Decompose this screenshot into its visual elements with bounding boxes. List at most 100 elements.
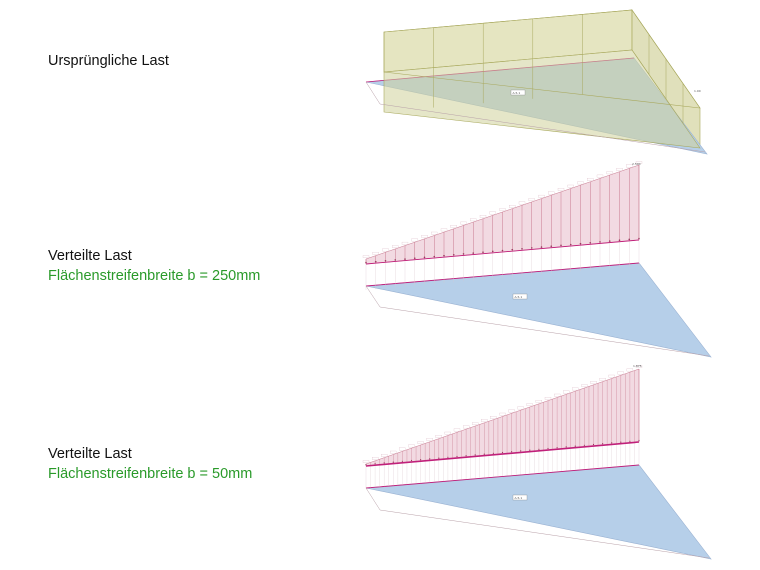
dimension-line [365,487,710,559]
load-node [501,249,504,252]
load-node [383,462,385,464]
load-value-tag [453,428,461,432]
caption-title: Ursprüngliche Last [48,53,169,69]
load-node [589,241,592,244]
load-value-tag [489,211,496,215]
load-value-tag [581,384,588,388]
load-value-tag [553,393,561,397]
dimension-line [365,285,710,357]
load-node [462,253,465,255]
load-value-tag [472,422,479,426]
load-node [452,253,455,256]
load-node [520,450,522,452]
max-value-label: 1.875 [633,364,642,368]
load-value-tag [538,194,545,198]
load-value-tag [587,178,594,181]
load-node [620,441,622,443]
load-value-tag [481,419,488,422]
caption-subtitle: Flächenstreifenbreite b = 50mm [48,466,253,482]
scene-distributed-250: A.5.1 2.500 [362,161,712,358]
load-node [374,260,377,263]
load-value-tag [535,400,543,403]
load-node [429,458,431,460]
load-node [404,258,406,260]
load-node [529,449,531,451]
load-value-tag [608,374,615,378]
load-value-tag [372,457,379,460]
plate-label: A.5.1 [513,91,521,95]
caption-title: Verteilte Last [48,248,132,264]
load-value-tag [382,248,389,252]
load-node [447,456,449,458]
load-node [592,443,595,446]
load-node [483,453,485,455]
load-value-tag [490,416,497,419]
load-value-tag [548,191,555,195]
load-node [569,243,572,246]
load-value-tag [626,164,633,168]
distributed-load-strips [362,365,643,488]
load-value-tag [557,188,565,191]
caption-distributed-250: Verteilte Last Flächenstreifenbreite b =… [48,246,260,286]
plate [365,464,712,560]
load-value-tag [517,406,524,410]
load-value-tag [616,168,623,171]
caption-original-load: Ursprüngliche Last [48,51,169,71]
load-value-tag [470,218,477,222]
load-node [394,259,397,261]
load-value-tag [399,447,406,451]
load-value-tag [528,198,535,201]
distributed-load-strips [362,161,643,290]
dimension-line [365,81,706,153]
load-value-tag [440,228,448,232]
load-node [501,451,504,454]
load-node [611,442,613,444]
load-baseline [365,441,640,467]
scene-distributed-50: A.5.1 1.875 [362,364,712,560]
load-node [438,457,440,459]
load-node [491,250,494,253]
load-node [472,252,475,254]
load-value-tag [509,205,516,208]
load-value-tag [390,450,397,454]
load-node [602,443,604,445]
plate [365,262,712,358]
load-node [583,444,586,446]
load-value-tag [435,435,442,438]
plate-label-box [510,89,526,96]
load-node [374,463,376,465]
load-node [579,242,582,245]
load-value-tag [572,387,579,391]
load-node [492,452,494,454]
load-value-tag [606,171,613,175]
load-value-tag [463,425,470,429]
load-node [538,448,540,450]
load-node [565,446,567,448]
load-volume-top-outline [383,9,701,109]
plate-label-box [512,293,528,300]
scene-original: A.5.1 1.00 [365,9,708,155]
load-value-tag [499,208,506,212]
load-node [608,240,611,242]
load-node [638,439,640,442]
caption-title: Verteilte Last [48,446,132,462]
load-node [628,238,631,241]
load-value-tag [635,365,643,369]
load-value-tag [626,368,634,372]
load-node [540,246,543,248]
load-node [629,440,631,442]
load-value-tag [381,454,388,457]
load-node [574,445,576,447]
load-value-tag [563,390,570,394]
load-value-label: 1.00 [694,89,701,93]
load-node [413,257,416,260]
load-volume-front [383,49,701,149]
load-node [560,244,562,247]
load-value-tag [479,215,487,218]
load-value-tag [408,444,415,448]
load-value-tag [392,245,399,248]
load-value-tag [577,181,584,185]
load-node [433,255,436,258]
load-value-tag [362,255,370,259]
